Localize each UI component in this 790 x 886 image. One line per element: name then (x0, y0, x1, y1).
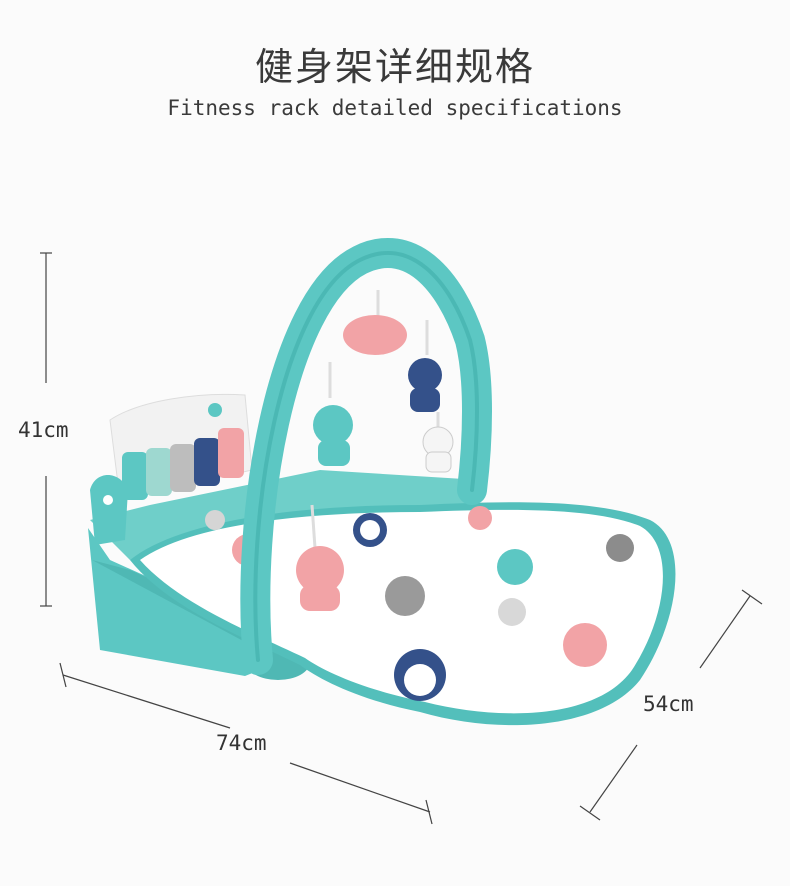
page-subtitle: Fitness rack detailed specifications (167, 96, 623, 120)
page-title: 健身架详细规格 (254, 45, 535, 89)
dimension-lines (40, 252, 763, 825)
width-dimension-label: 54cm (643, 692, 694, 716)
hanging-toys (296, 290, 454, 611)
gym-arch (240, 238, 492, 675)
piano-panel (90, 393, 253, 545)
length-dimension-label: 74cm (216, 731, 267, 755)
play-mat (130, 502, 676, 726)
height-dimension-label: 41cm (18, 418, 69, 442)
